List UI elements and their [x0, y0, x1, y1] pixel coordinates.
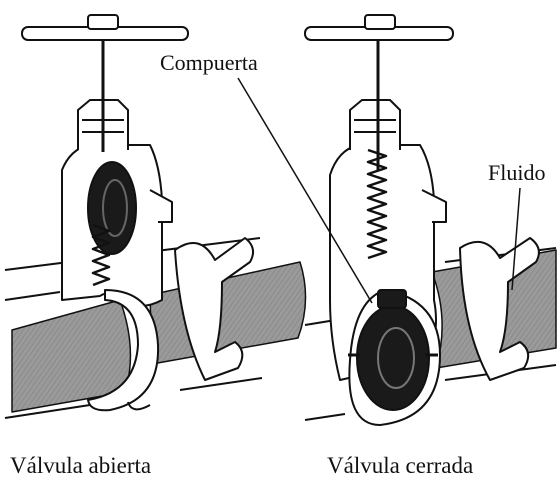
fluid-label: Fluido	[488, 160, 545, 186]
closed-gate-disc	[357, 306, 429, 410]
closed-valve	[305, 15, 556, 425]
closed-bonnet	[350, 100, 400, 150]
open-valve-caption: Válvula abierta	[10, 453, 151, 479]
open-valve	[5, 15, 306, 418]
gate-label: Compuerta	[160, 50, 258, 76]
closed-valve-caption: Válvula cerrada	[327, 453, 473, 479]
open-gate-disc	[88, 162, 136, 254]
